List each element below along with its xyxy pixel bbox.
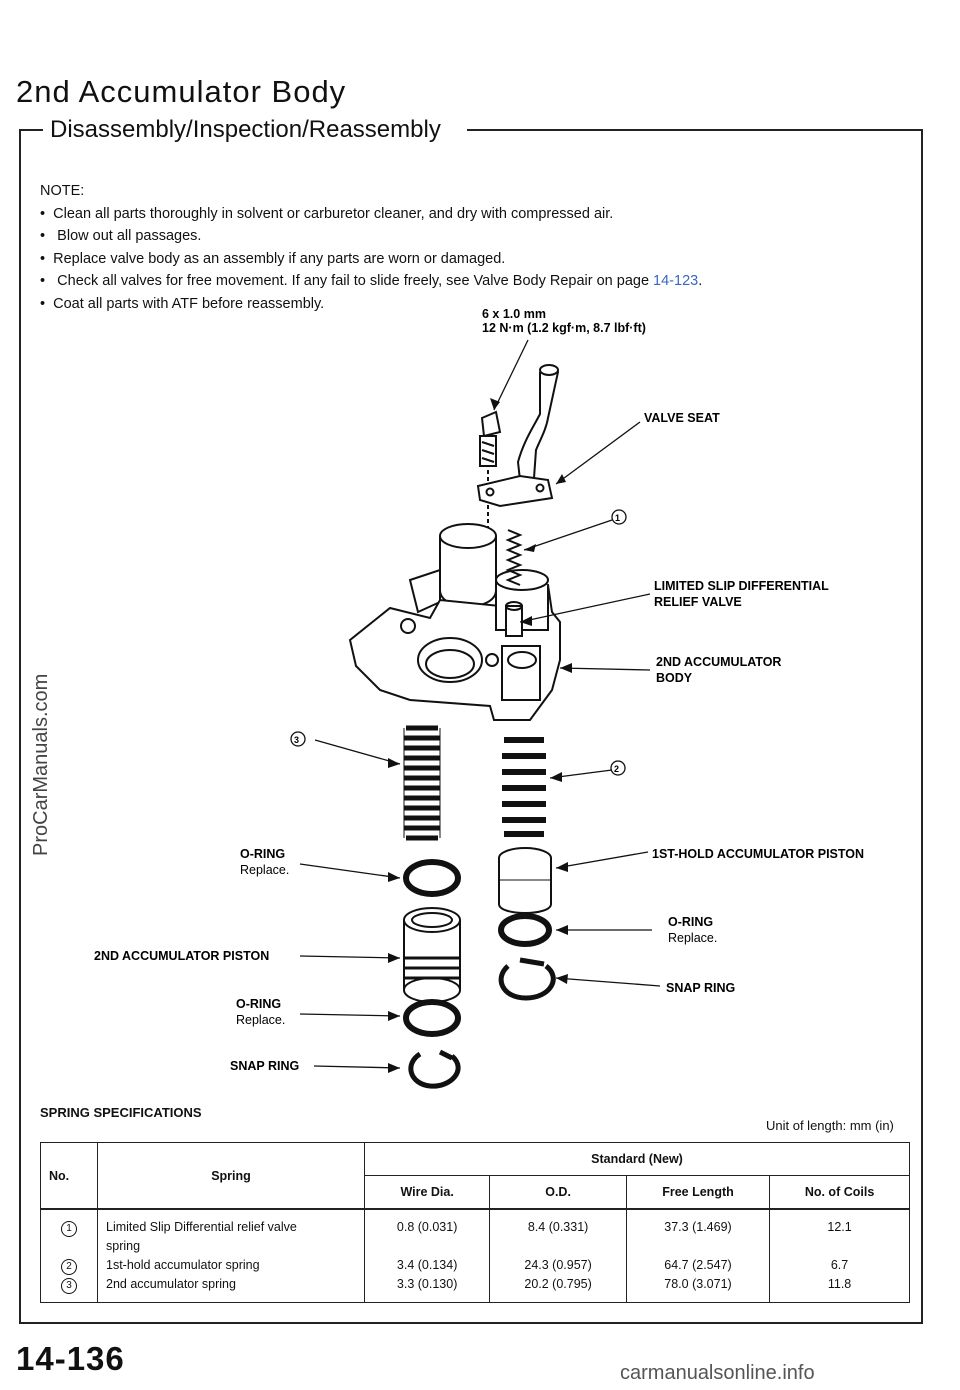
unit-note: Unit of length: mm (in)	[766, 1118, 894, 1133]
header-coils: No. of Coils	[769, 1175, 910, 1210]
o-ring-left-2	[403, 999, 461, 1037]
header-wire: Wire Dia.	[363, 1175, 491, 1210]
spring-1st-hold	[502, 737, 546, 837]
spec-title: SPRING SPECIFICATIONS	[40, 1105, 202, 1120]
free-length: 64.7 (2.547)	[664, 1258, 732, 1272]
row-number: 1	[61, 1221, 77, 1237]
callout-2: 2	[614, 764, 619, 774]
spring-name: Limited Slip Differential relief valve s…	[106, 1220, 297, 1253]
accumulator-body-label: 2ND ACCUMULATOR	[656, 655, 781, 669]
callout-1: 1	[615, 513, 620, 523]
wire-dia: 3.3 (0.130)	[396, 1277, 458, 1291]
o-ring-label: O-RING	[236, 997, 281, 1011]
notes-heading: NOTE:	[40, 183, 85, 199]
page-link[interactable]: 14-123	[653, 273, 699, 289]
row-number: 2	[61, 1259, 77, 1275]
valve-seat-label: VALVE SEAT	[644, 411, 720, 425]
coil-count: 11.8	[827, 1277, 852, 1291]
first-hold-piston	[498, 847, 552, 914]
table-row: 1 2 3 Limited Slip Differential relief v…	[40, 1208, 910, 1303]
note-item: • Blow out all passages.	[40, 228, 202, 244]
free-length: 78.0 (3.071)	[664, 1277, 732, 1291]
section-subtitle: Disassembly/Inspection/Reassembly	[50, 116, 441, 143]
accumulator-body-label: BODY	[656, 671, 693, 685]
valve-seat-part	[476, 364, 560, 508]
exploded-diagram: 6 x 1.0 mm 12 N·m (1.2 kgf·m, 8.7 lbf·ft…	[94, 307, 864, 1089]
bolt-size-label: 6 x 1.0 mm	[482, 307, 546, 321]
notes-block: NOTE: • Clean all parts thoroughly in so…	[40, 180, 702, 315]
snap-ring-label: SNAP RING	[230, 1059, 299, 1073]
lsd-valve-label: LIMITED SLIP DIFFERENTIAL	[654, 579, 829, 593]
note-item: • Check all valves for free movement. If…	[40, 273, 703, 289]
wire-dia: 3.4 (0.134)	[396, 1258, 458, 1272]
torque-label: 12 N·m (1.2 kgf·m, 8.7 lbf·ft)	[482, 321, 646, 335]
header-standard: Standard (New)	[364, 1142, 910, 1176]
free-length: 37.3 (1.469)	[664, 1220, 732, 1234]
replace-note: Replace.	[668, 931, 717, 945]
frame-border	[467, 129, 921, 131]
footer-watermark: carmanualsonline.info	[620, 1362, 815, 1384]
row-number: 3	[61, 1278, 77, 1294]
page-number: 14-136	[16, 1340, 125, 1377]
callout-3: 3	[294, 735, 299, 745]
header-free-length: Free Length	[625, 1175, 771, 1210]
snap-ring-left	[408, 1049, 461, 1089]
wire-dia: 0.8 (0.031)	[396, 1220, 458, 1234]
second-accumulator-piston	[403, 907, 461, 1003]
outer-dia: 20.2 (0.795)	[524, 1277, 592, 1291]
spring-2nd-accumulator	[403, 725, 441, 841]
second-piston-label: 2ND ACCUMULATOR PISTON	[94, 949, 269, 963]
spring-name: 2nd accumulator spring	[106, 1277, 236, 1291]
page-title: 2nd Accumulator Body	[16, 74, 347, 109]
replace-note: Replace.	[236, 1013, 285, 1027]
lsd-valve-label: RELIEF VALVE	[654, 595, 742, 609]
replace-note: Replace.	[240, 863, 289, 877]
header-od: O.D.	[489, 1175, 627, 1210]
first-hold-piston-label: 1ST-HOLD ACCUMULATOR PISTON	[652, 847, 864, 861]
note-item: • Coat all parts with ATF before reassem…	[40, 295, 325, 312]
coil-count: 6.7	[830, 1258, 849, 1272]
note-item: • Clean all parts thoroughly in solvent …	[40, 205, 614, 222]
frame-border	[19, 129, 43, 131]
spring-spec-table: No. Spring Standard (New) Wire Dia. O.D.…	[40, 1142, 910, 1303]
o-ring-label: O-RING	[668, 915, 713, 929]
outer-dia: 24.3 (0.957)	[524, 1258, 592, 1272]
o-ring-left-1	[403, 859, 461, 897]
spring-name: 1st-hold accumulator spring	[106, 1258, 260, 1272]
header-no: No.	[40, 1142, 98, 1210]
accumulator-body-part	[348, 523, 561, 721]
snap-ring-label: SNAP RING	[666, 981, 735, 995]
outer-dia: 8.4 (0.331)	[527, 1220, 589, 1234]
content-frame	[19, 129, 923, 1324]
o-ring-label: O-RING	[240, 847, 285, 861]
header-spring: Spring	[97, 1142, 365, 1210]
o-ring-right	[498, 913, 552, 947]
snap-ring-right	[498, 957, 556, 1001]
note-item: • Replace valve body as an assembly if a…	[40, 250, 506, 267]
coil-count: 12.1	[827, 1220, 852, 1234]
